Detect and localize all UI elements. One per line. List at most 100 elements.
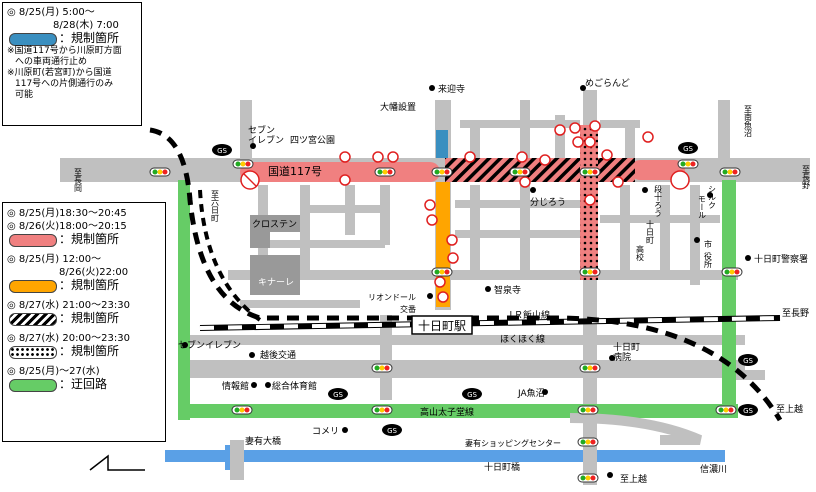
legend-swatch-blue — [9, 32, 57, 46]
legend-red-entry: ：規制箇所 — [7, 233, 161, 247]
label-bunjiro: 分じろう — [530, 197, 566, 208]
legend-green-label: ：迂回路 — [59, 377, 108, 391]
gs-label-2: GS — [683, 145, 693, 153]
label-tsumaari-bridge: 妻有大橋 — [245, 435, 281, 447]
label-megorando: めごらんど — [585, 77, 630, 89]
shinano-river — [165, 450, 725, 462]
legend-dots-date: ◎ 8/27(水) 20:00～23:30 — [7, 333, 130, 344]
detour-curve — [569, 413, 703, 445]
label-city-hall2: 役所 — [704, 251, 713, 269]
legend-top-date1: ◎ 8/25(月) 5:00～ — [7, 7, 95, 18]
gs-label-7: GS — [387, 427, 397, 435]
label-shiruku: シルク — [708, 185, 717, 209]
label-seven-top: セブン — [248, 124, 275, 136]
legend-dots-entry: ：規制箇所 — [7, 345, 161, 359]
legend-dots-label: ：規制箇所 — [59, 344, 120, 358]
legend-swatch-red — [9, 233, 57, 247]
label-to-minami-uonuma: 至南魚沼 — [744, 105, 753, 138]
legend-top-label: ：規制箇所 — [59, 31, 120, 45]
legend-swatch-green — [9, 378, 57, 392]
legend-note2-l3: 可能 — [15, 90, 34, 100]
label-to-nagano-right: 至長野 — [802, 165, 811, 189]
closure-blue — [436, 130, 448, 158]
legend-red-label: ：規制箇所 — [59, 232, 120, 246]
traffic-lights — [149, 159, 743, 483]
label-ja: JA魚沼 — [517, 387, 545, 399]
rokkamachi-line — [198, 189, 262, 322]
label-komeri: コメリ — [312, 427, 339, 437]
legend-orange-entry: ：規制箇所 — [7, 279, 161, 293]
legend-note1-l2: への車両通行止め — [15, 57, 88, 67]
label-takayama: 高山太子堂線 — [420, 406, 474, 418]
tokamachi-station[interactable] — [411, 315, 473, 335]
label-hospital2: 病院 — [613, 351, 631, 363]
legend-note1-l1: ※国道117号から川原町方面 — [7, 46, 122, 56]
legend-top-date2: 8/28(木) 7:00 — [53, 20, 119, 31]
legend-hatch-label: ：規制箇所 — [59, 311, 120, 325]
label-to-nagaoka: 至長岡 — [74, 168, 83, 193]
label-kinare: キナーレ — [258, 277, 294, 288]
label-sogo: 総合体育館 — [272, 380, 317, 392]
label-seven-top2: イレブン — [248, 134, 284, 146]
legend-note2-l1: ※川原町(若宮町)から国道 — [7, 68, 112, 78]
label-to-joetsu: 至上越 — [776, 403, 803, 415]
label-city-hall: 市 — [704, 239, 713, 249]
label-echigo: 越後交通 — [260, 349, 296, 361]
label-raingeiji: 来迎寺 — [438, 83, 465, 95]
hokuhoku-line — [149, 127, 783, 422]
legend-swatch-orange — [9, 279, 57, 293]
legend-green-date: ◎ 8/25(月)～27(水) — [7, 366, 100, 377]
label-moru: モール — [698, 195, 707, 219]
legend-top-entry: ：規制箇所 — [7, 32, 137, 46]
no-entry-signs — [240, 120, 690, 303]
gs-label-4: GS — [333, 391, 343, 399]
north-arrow — [89, 454, 145, 471]
label-oohata: 大幡設置 — [380, 101, 416, 113]
closure-red-117 — [240, 162, 440, 182]
label-hospital: 十日町 — [613, 341, 640, 353]
legend-orange-date1: ◎ 8/25(月) 12:00～ — [7, 254, 102, 265]
label-to-joetsu2: 至上越 — [620, 473, 647, 485]
buildings — [250, 215, 300, 295]
label-route117: 国道117号 — [268, 164, 322, 178]
label-kurosuten: クロステン — [252, 219, 297, 230]
map-labels: 至長岡 至南魚沼 至長野 至長野 至上越 至上越 至六日町 国道117号 大幡設… — [74, 77, 811, 485]
label-riondoru: リオンドール — [368, 293, 416, 302]
label-to-nagano-rail: 至長野 — [782, 308, 809, 319]
legend-top: ◎ 8/25(月) 5:00～ 8/28(木) 7:00 ：規制箇所 ※国道11… — [2, 2, 142, 126]
gs-label-3: GS — [743, 357, 753, 365]
label-johokan: 情報館 — [222, 380, 249, 392]
label-tsumaari-shopping: 妻有ショッピングセンター — [465, 438, 561, 448]
legend-orange-date2: 8/26(火)22:00 — [59, 267, 129, 278]
label-koban: 交番 — [400, 304, 416, 314]
legend-swatch-hatch — [9, 312, 57, 326]
gs-label-5: GS — [467, 391, 477, 399]
label-yotsumiya: 四ツ宮公園 — [290, 134, 335, 146]
label-shinano: 信濃川 — [700, 463, 727, 475]
closure-red-right — [630, 160, 685, 180]
label-danjuro: 段十ろう — [654, 184, 663, 217]
jr-iiyama-line — [199, 315, 781, 331]
gs-label-1: GS — [217, 147, 227, 155]
label-chisenji: 智泉寺 — [494, 284, 521, 296]
legend-red-date2: ◎ 8/26(火)18:00～20:15 — [7, 221, 127, 232]
station-label: 十日町駅 — [418, 319, 466, 333]
label-jr-iiyama: ＪＲ飯山線 — [505, 309, 550, 321]
legend-orange-label: ：規制箇所 — [59, 278, 120, 292]
legend-green-entry: ：迂回路 — [7, 378, 161, 392]
legend-hatch-entry: ：規制箇所 — [7, 312, 161, 326]
landmark-dots — [182, 85, 751, 478]
label-police: 十日町警察署 — [754, 253, 808, 265]
legend-hatch-date: ◎ 8/27(水) 21:00～23:30 — [7, 300, 130, 311]
label-tokamachi-bridge: 十日町橋 — [484, 461, 520, 473]
label-to-rokkamachi: 至六日町 — [211, 190, 220, 222]
gs-label-6: GS — [743, 407, 753, 415]
gas-station-badges: GS GS GS GS GS GS GS — [212, 142, 758, 436]
legend-red-date1: ◎ 8/25(月)18:30～20:45 — [7, 208, 127, 219]
label-tokamachi-hs2: 高校 — [636, 244, 645, 262]
legend-bottom: ◎ 8/25(月)18:30～20:45 ◎ 8/26(火)18:00～20:1… — [2, 202, 166, 442]
legend-note2-l2: 117号への片側通行のみ — [15, 79, 114, 89]
label-seven-bottom: セブンイレブン — [178, 339, 241, 351]
